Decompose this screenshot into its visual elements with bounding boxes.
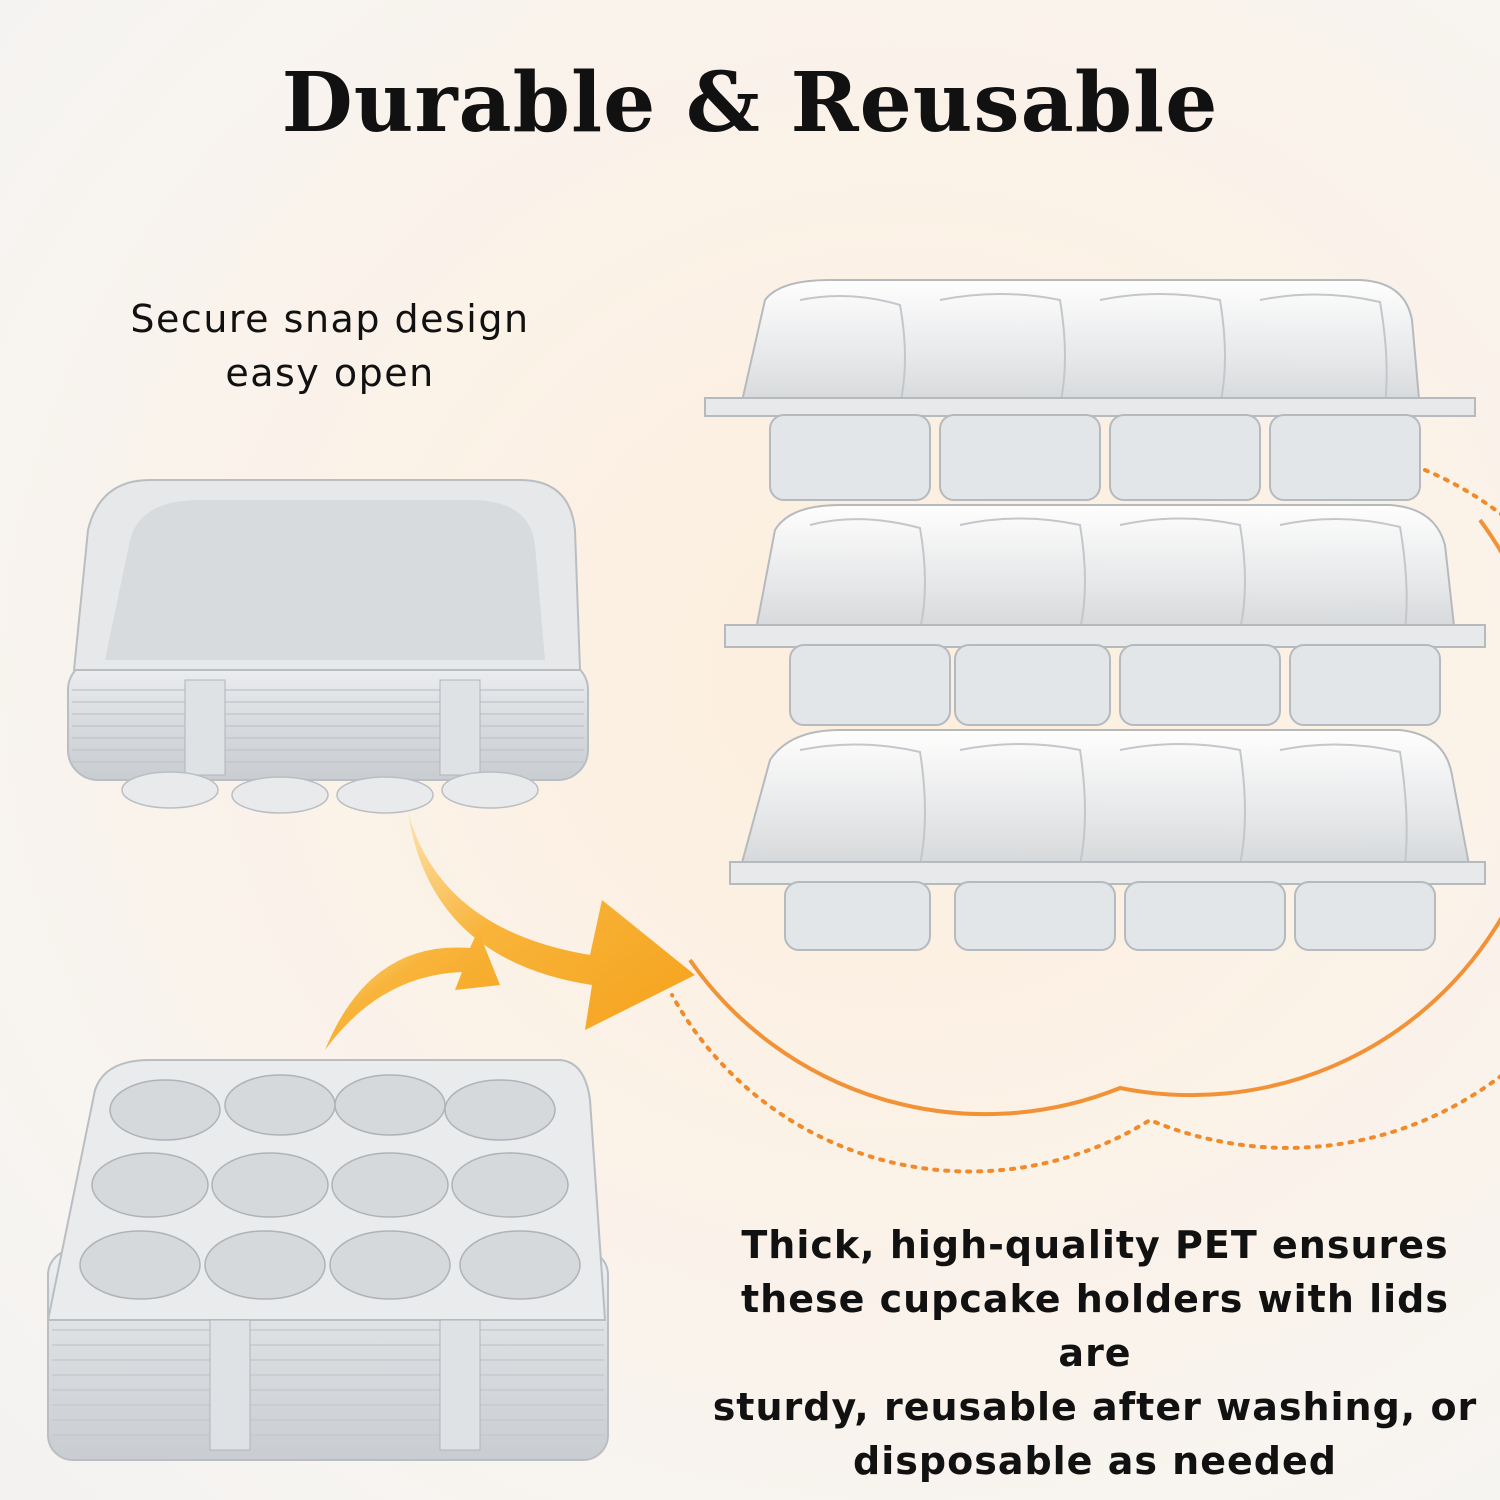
material-line-4: disposable as needed bbox=[853, 1439, 1337, 1483]
page-title: Durable & Reusable bbox=[281, 55, 1219, 151]
snap-design-line-1: Secure snap design bbox=[130, 297, 530, 341]
arrow-main bbox=[408, 812, 695, 1030]
container-middle bbox=[724, 504, 1486, 726]
material-line-2: these cupcake holders with lids are bbox=[740, 1277, 1449, 1375]
closed-containers-stack bbox=[704, 279, 1486, 951]
solid-arc bbox=[688, 518, 1500, 1117]
snap-design-line-2: easy open bbox=[225, 351, 435, 395]
dotted-arc bbox=[670, 468, 1500, 1174]
snap-design-caption: Secure snap design easy open bbox=[60, 292, 600, 400]
container-bottom bbox=[729, 729, 1486, 951]
material-caption: Thick, high-quality PET ensures these cu… bbox=[700, 1218, 1490, 1488]
cup-wells bbox=[79, 1074, 581, 1300]
container-top bbox=[704, 279, 1476, 501]
arrow-small bbox=[325, 930, 500, 1050]
material-line-3: sturdy, reusable after washing, or bbox=[712, 1385, 1478, 1429]
stacked-trays-top-left bbox=[67, 479, 589, 814]
stacked-trays-bottom-left bbox=[46, 1059, 609, 1461]
material-line-1: Thick, high-quality PET ensures bbox=[741, 1223, 1449, 1267]
